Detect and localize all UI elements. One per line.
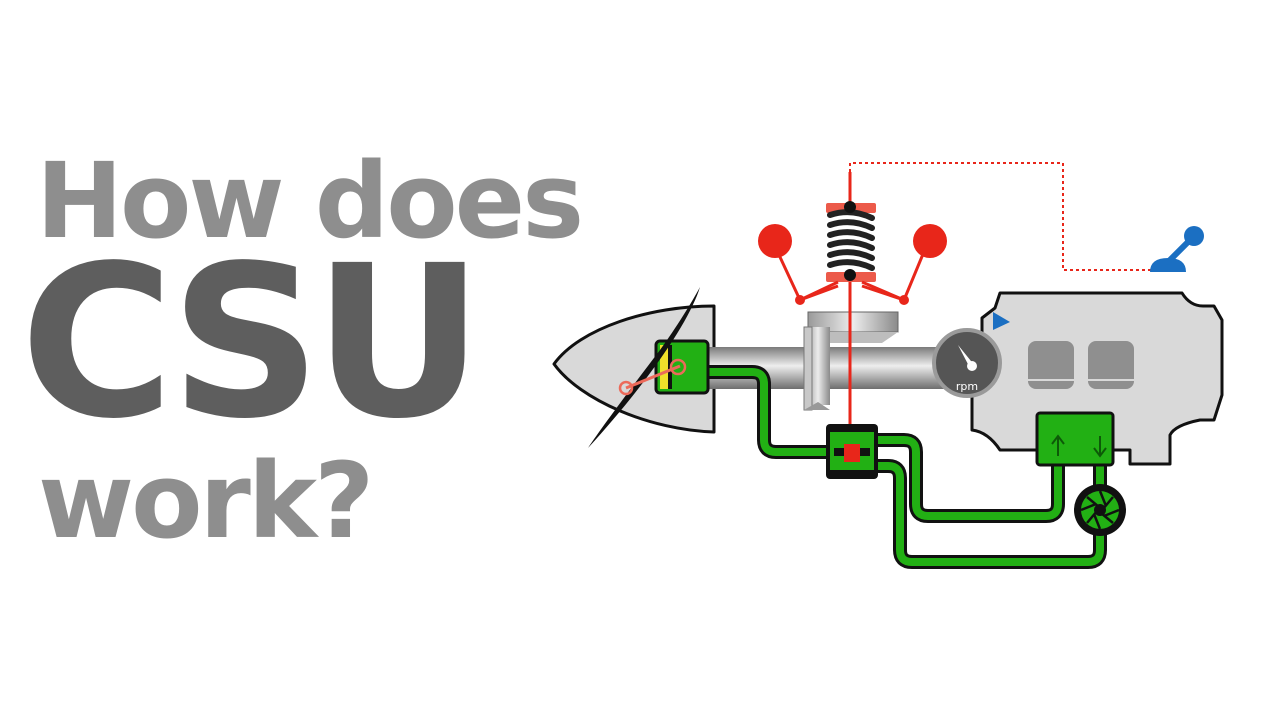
oil-pump	[1074, 484, 1126, 536]
csu-diagram: rpm	[552, 162, 1224, 569]
flyweight-assembly	[758, 224, 947, 305]
control-lever[interactable]	[1150, 226, 1204, 272]
title-block: How does CSU work?	[20, 140, 584, 562]
oil-lines	[700, 365, 1107, 569]
rpm-label: rpm	[956, 380, 978, 393]
oil-reservoir	[1035, 411, 1115, 467]
pilot-valve	[826, 424, 878, 479]
title-line-1: How does	[36, 140, 584, 262]
propeller-blade	[588, 287, 700, 448]
governor-spring	[826, 172, 876, 282]
rpm-gauge: rpm	[932, 328, 1002, 398]
flyweight-right	[913, 224, 947, 258]
flyweight-left	[758, 224, 792, 258]
title-line-2: CSU	[20, 220, 484, 465]
engine-port-right	[1088, 341, 1134, 389]
title-line-3: work?	[38, 440, 374, 562]
control-cable	[849, 162, 1160, 271]
bevel-gear	[803, 311, 899, 411]
engine-port-left	[1028, 341, 1074, 389]
indicator-arrow	[993, 312, 1010, 330]
